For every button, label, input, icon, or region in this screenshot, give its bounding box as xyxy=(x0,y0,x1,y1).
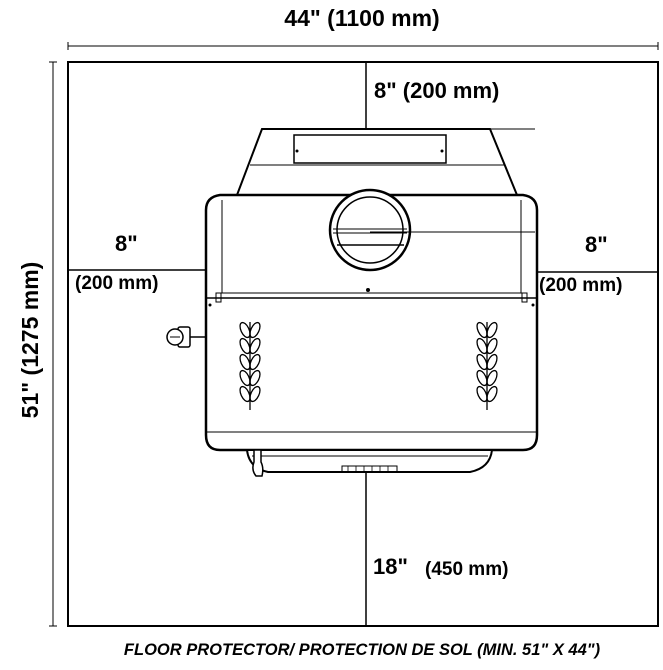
left-clearance-inches: 8" xyxy=(115,231,138,256)
rear-clearance: 8" (200 mm) xyxy=(365,62,535,130)
front-clearance-inches: 18" xyxy=(373,554,408,579)
right-clearance: 8" (200 mm) xyxy=(537,232,658,296)
width-dimension: 44" (1100 mm) xyxy=(67,5,659,50)
floor-protector-caption: FLOOR PROTECTOR/ PROTECTION DE SOL (MIN.… xyxy=(124,641,601,659)
rear-clearance-label: 8" (200 mm) xyxy=(374,78,499,103)
right-clearance-mm: (200 mm) xyxy=(539,275,622,296)
depth-dimension: 51" (1275 mm) xyxy=(17,61,57,627)
right-clearance-inches: 8" xyxy=(585,232,608,257)
front-clearance-mm: (450 mm) xyxy=(425,559,508,580)
stove-top-view-icon xyxy=(166,128,539,477)
leaf-ornament-right-icon xyxy=(476,321,498,410)
width-label: 44" (1100 mm) xyxy=(284,5,439,31)
left-clearance-mm: (200 mm) xyxy=(75,273,158,294)
flue-collar-icon xyxy=(328,188,535,272)
front-clearance: 18" (450 mm) xyxy=(365,472,508,626)
door-handle-icon xyxy=(166,326,206,348)
leaf-ornament-left-icon xyxy=(239,321,261,410)
depth-label: 51" (1275 mm) xyxy=(17,262,43,419)
left-clearance: 8" (200 mm) xyxy=(68,231,206,294)
floor-protector-outline xyxy=(67,61,659,627)
